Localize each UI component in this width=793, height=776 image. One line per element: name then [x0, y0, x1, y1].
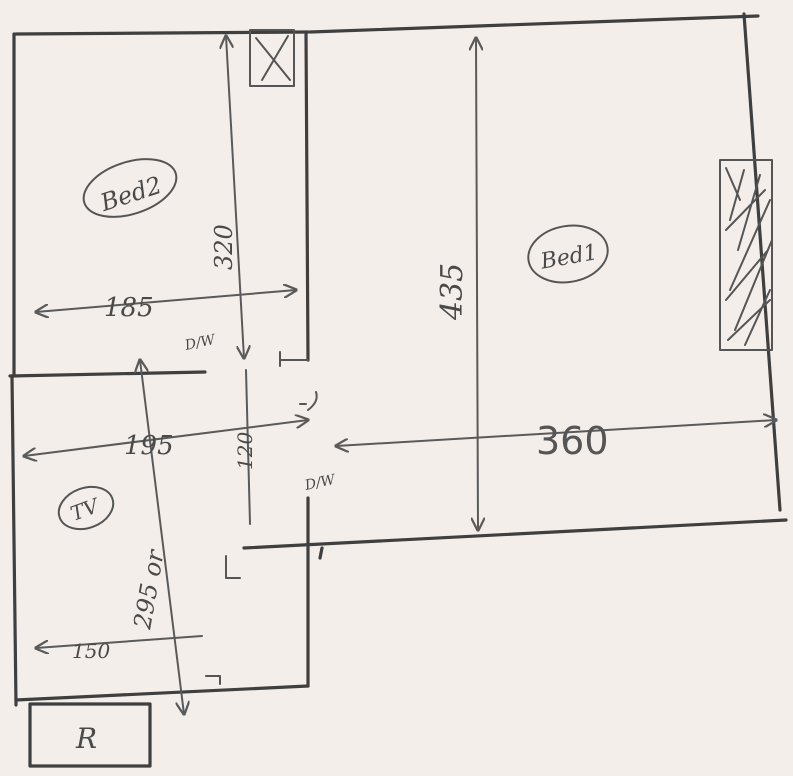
bed2-label: Bed2 [96, 171, 165, 217]
dimension-arrows [24, 36, 776, 714]
tv-width-label: 150 [72, 639, 110, 663]
bed1-width-label: 360 [536, 419, 609, 463]
bed1-label: Bed1 [538, 240, 600, 275]
window-mark [249, 29, 295, 87]
bed1-door-mark: D/W [303, 472, 339, 494]
closet-hatch [719, 159, 773, 351]
bed2-walls [8, 30, 310, 378]
label-ovals [57, 158, 609, 531]
bed2-door-mark: D/W [183, 332, 219, 354]
tv-room-walls [10, 374, 310, 707]
r-label: R [75, 722, 97, 755]
tv-label: TV [67, 493, 104, 526]
bed2-height-label: 320 [210, 224, 238, 270]
hall-door-label: 120 [233, 432, 257, 470]
bed2-width-label: 185 [104, 293, 154, 323]
r-room-walls [28, 702, 152, 768]
bed1-height-label: 435 [435, 263, 470, 321]
hall-width-label: 195 [124, 431, 174, 461]
tv-length-label: 295 or [128, 547, 170, 633]
